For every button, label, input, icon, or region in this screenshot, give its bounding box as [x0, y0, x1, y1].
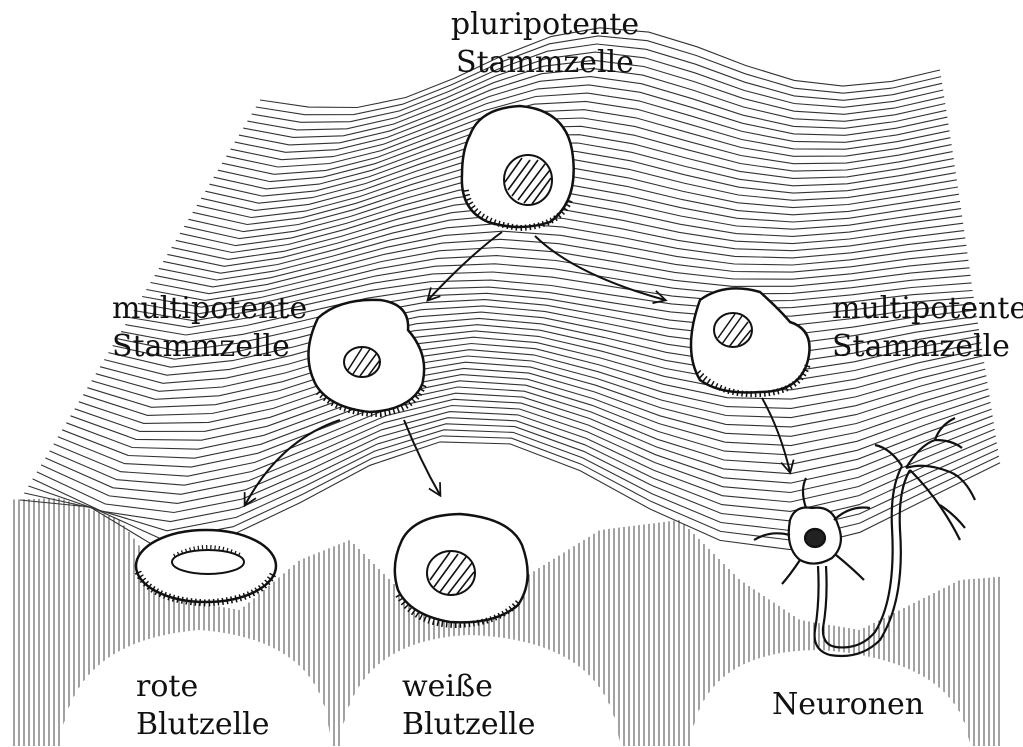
- label-white-blood-cell-line1: weiße: [402, 668, 536, 706]
- contour-line: [218, 110, 951, 182]
- multipotent-cell-right-icon: [691, 288, 810, 394]
- white-blood-cell-icon: [395, 514, 528, 625]
- label-red-blood-cell: rote Blutzelle: [136, 668, 270, 744]
- label-multipotent-left-line1: multipotente: [112, 290, 307, 328]
- red-blood-cell-icon: [136, 530, 276, 603]
- contour-line: [151, 239, 968, 293]
- multipotent-cell-left-icon: [308, 300, 424, 414]
- label-white-blood-cell: weiße Blutzelle: [402, 668, 536, 744]
- contour-line: [62, 381, 989, 458]
- label-pluripotent-stem-cell: pluripotente Stammzelle: [440, 6, 650, 82]
- label-pluripotent-line1: pluripotente: [440, 6, 650, 44]
- neuron-icon: [754, 418, 975, 656]
- label-multipotent-left-line2: Stammzelle: [112, 328, 307, 366]
- label-red-blood-cell-line2: Blutzelle: [136, 706, 270, 744]
- contour-line: [33, 424, 997, 522]
- label-neurons: Neuronen: [772, 686, 924, 724]
- label-multipotent-left: multipotente Stammzelle: [112, 290, 307, 366]
- label-white-blood-cell-line2: Blutzelle: [402, 706, 536, 744]
- contour-line: [45, 406, 993, 495]
- label-multipotent-right: multipotente Stammzelle: [832, 290, 1023, 366]
- pluripotent-cell-icon: [462, 106, 574, 228]
- contour-line: [58, 387, 991, 467]
- label-red-blood-cell-line1: rote: [136, 668, 270, 706]
- label-multipotent-right-line1: multipotente: [832, 290, 1023, 328]
- contour-line: [37, 418, 996, 513]
- label-pluripotent-line2: Stammzelle: [440, 44, 650, 82]
- label-neurons-line1: Neuronen: [772, 686, 924, 724]
- label-multipotent-right-line2: Stammzelle: [832, 328, 1023, 366]
- contour-line: [172, 199, 963, 260]
- contour-line: [75, 362, 987, 431]
